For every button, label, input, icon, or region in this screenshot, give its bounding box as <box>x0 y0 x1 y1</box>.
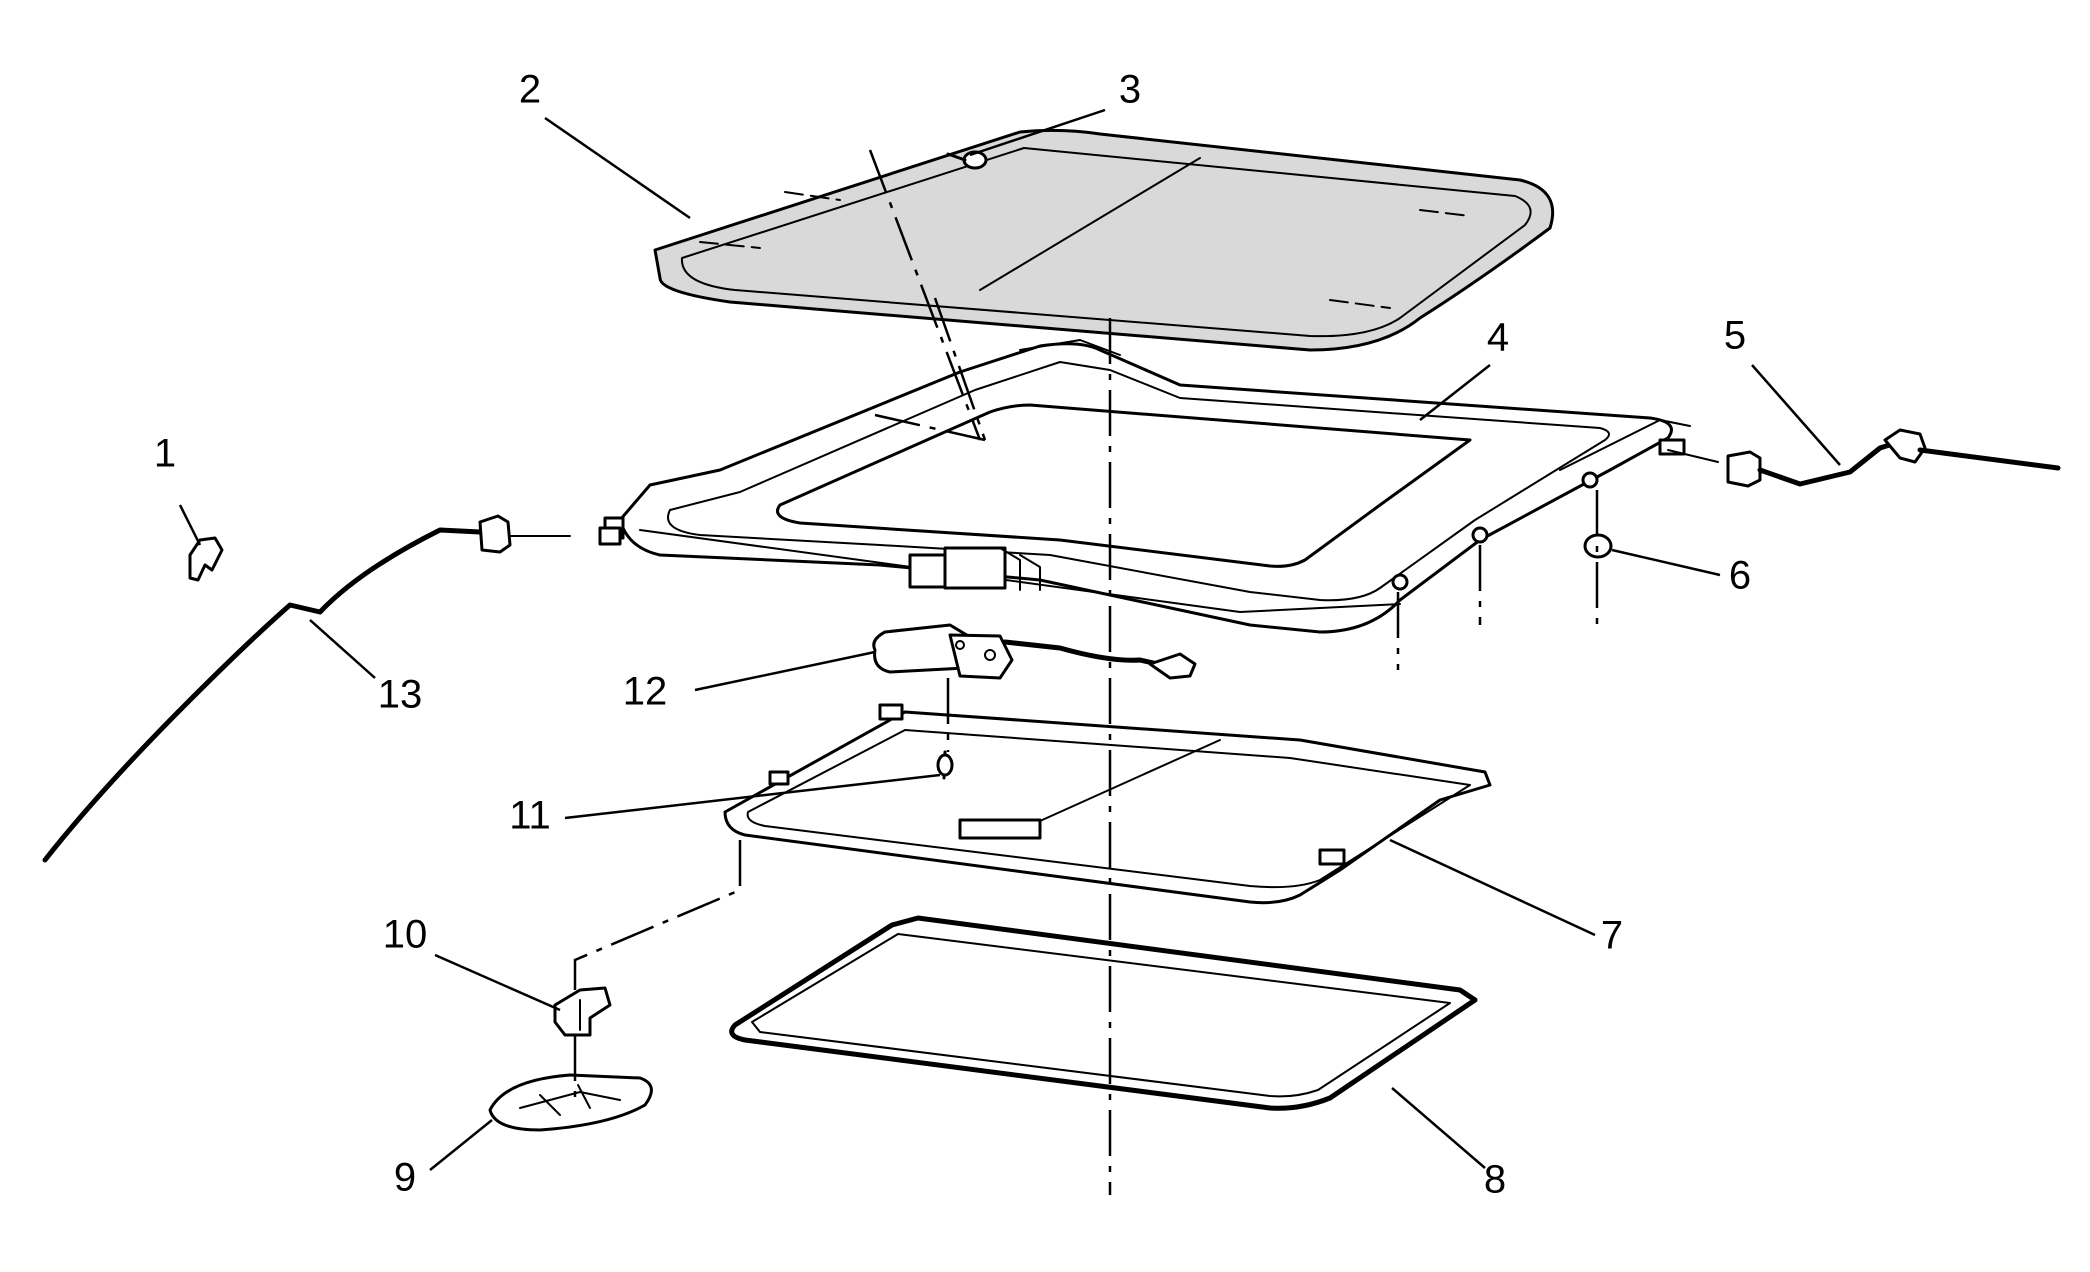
leader-3 <box>969 108 1106 157</box>
leader-7 <box>1389 838 1596 937</box>
callout-2: 2 <box>519 68 541 112</box>
callout-7: 7 <box>1601 914 1623 958</box>
leader-lines <box>178 108 1841 1171</box>
sunroof-frame <box>603 339 1691 634</box>
glass-panel-screw <box>946 150 988 170</box>
frame-front-tabs <box>908 546 1041 591</box>
leader-6 <box>1611 548 1721 577</box>
sunroof-drive-motor <box>872 623 1197 680</box>
leader-9 <box>429 1119 493 1171</box>
leader-4 <box>1419 364 1491 421</box>
callout-9: 9 <box>394 1156 416 1200</box>
sunroof-glass-panel <box>653 128 1555 352</box>
leader-5 <box>1751 364 1841 466</box>
callout-6: 6 <box>1729 554 1751 598</box>
leader-10 <box>434 953 561 1012</box>
leader-13 <box>309 619 376 679</box>
callout-12: 12 <box>623 670 668 714</box>
leader-12 <box>694 650 876 692</box>
callout-10: 10 <box>383 913 428 957</box>
leader-8 <box>1391 1087 1486 1169</box>
cable-clip <box>188 536 224 582</box>
left-drive-cable <box>42 514 622 863</box>
glass-axis-c <box>874 413 986 442</box>
clip-axis <box>573 840 742 990</box>
glass-axis-a <box>868 149 982 441</box>
sunroof-seal <box>729 915 1478 1111</box>
motor-bolt <box>936 750 954 780</box>
callout-11: 11 <box>509 794 551 838</box>
callout-5: 5 <box>1724 314 1746 358</box>
callout-3: 3 <box>1119 68 1141 112</box>
leader-2 <box>544 116 691 220</box>
callout-labels: 1 2 3 4 5 6 7 8 9 10 11 12 13 <box>154 68 1751 1202</box>
leader-11 <box>564 773 941 820</box>
callout-4: 4 <box>1487 316 1509 360</box>
drain-cover <box>488 1073 653 1132</box>
glass-axis-b <box>933 297 987 441</box>
callout-8: 8 <box>1484 1158 1506 1202</box>
callout-13: 13 <box>378 673 423 717</box>
right-drive-cable <box>1667 428 2061 488</box>
assembly-axes <box>573 149 1599 1195</box>
sunshade-panel <box>723 703 1492 905</box>
drain-clip <box>553 986 612 1037</box>
leader-1 <box>178 504 202 546</box>
callout-1: 1 <box>154 432 176 476</box>
